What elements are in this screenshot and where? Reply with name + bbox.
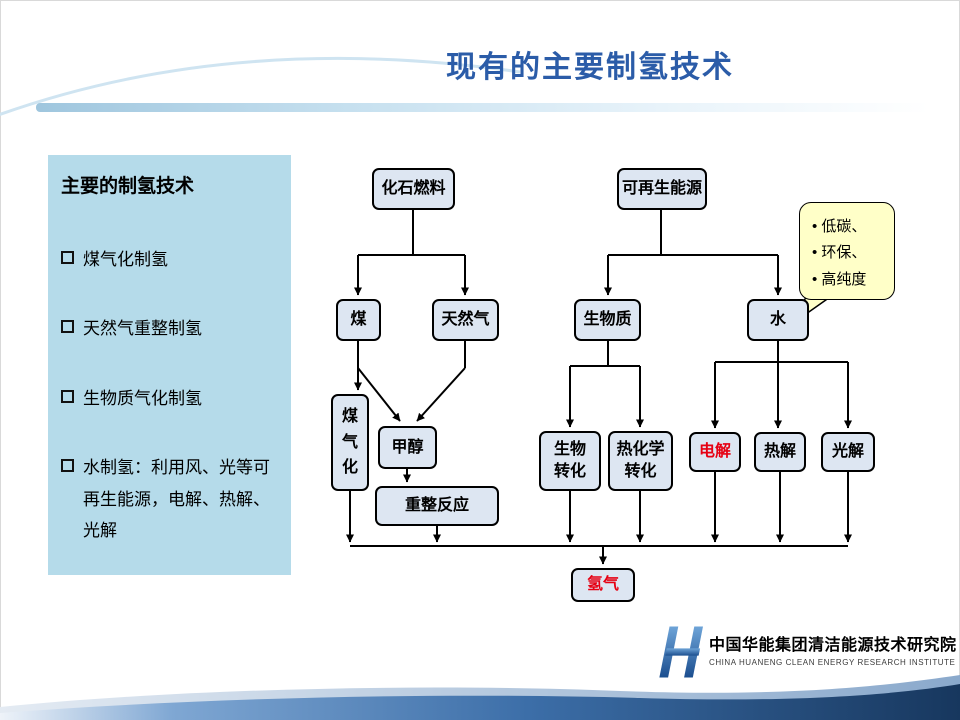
node-biomass: 生物质 [574, 299, 641, 341]
list-item: 天然气重整制氢 [61, 313, 278, 344]
list-item: 生物质气化制氢 [61, 383, 278, 414]
node-coal-gasification: 煤气化 [331, 394, 369, 491]
list-item: 水制氢：利用风、光等可再生能源，电解、热解、光解 [61, 452, 278, 546]
node-photolysis: 光解 [821, 432, 875, 472]
list-item-text: 水制氢：利用风、光等可再生能源，电解、热解、光解 [83, 458, 270, 541]
list-item-text: 煤气化制氢 [83, 250, 168, 269]
org-name-en: CHINA HUANENG CLEAN ENERGY RESEARCH INST… [709, 658, 956, 667]
bottom-wave-decor [0, 675, 960, 720]
callout-item: 环保、 [812, 240, 888, 266]
callout-benefits: 低碳、 环保、 高纯度 [799, 202, 895, 300]
top-decor-arc [0, 56, 521, 117]
node-hydrogen: 氢气 [571, 568, 635, 602]
title-divider [36, 103, 929, 112]
node-fossil-fuel: 化石燃料 [372, 168, 455, 210]
node-natural-gas: 天然气 [432, 299, 499, 341]
square-bullet-icon [61, 251, 74, 264]
org-name-cn: 中国华能集团清洁能源技术研究院 [709, 637, 957, 654]
node-coal: 煤 [336, 299, 381, 341]
node-renewable-energy: 可再生能源 [617, 168, 707, 210]
node-reforming-reaction: 重整反应 [375, 486, 499, 526]
square-bullet-icon [61, 389, 74, 403]
node-thermochemical-conversion: 热化学转化 [608, 431, 673, 491]
node-biological-conversion: 生物转化 [539, 431, 601, 491]
list-item: 煤气化制氢 [61, 244, 278, 275]
node-electrolysis: 电解 [689, 432, 741, 472]
page-title: 现有的主要制氢技术 [446, 51, 734, 84]
callout-item: 低碳、 [812, 214, 888, 240]
node-methanol: 甲醇 [378, 426, 437, 469]
list-item-text: 天然气重整制氢 [83, 319, 202, 339]
list-item-text: 生物质气化制氢 [83, 388, 202, 408]
callout-item: 高纯度 [812, 267, 888, 293]
square-bullet-icon [61, 320, 74, 334]
left-panel: 主要的制氢技术 煤气化制氢 天然气重整制氢 生物质气化制氢 水制氢：利用风、光等… [48, 155, 291, 575]
node-water: 水 [747, 299, 809, 341]
huaneng-logo-icon [659, 626, 703, 678]
square-bullet-icon [61, 459, 74, 473]
panel-heading: 主要的制氢技术 [61, 176, 195, 197]
node-pyrolysis: 热解 [754, 432, 806, 472]
